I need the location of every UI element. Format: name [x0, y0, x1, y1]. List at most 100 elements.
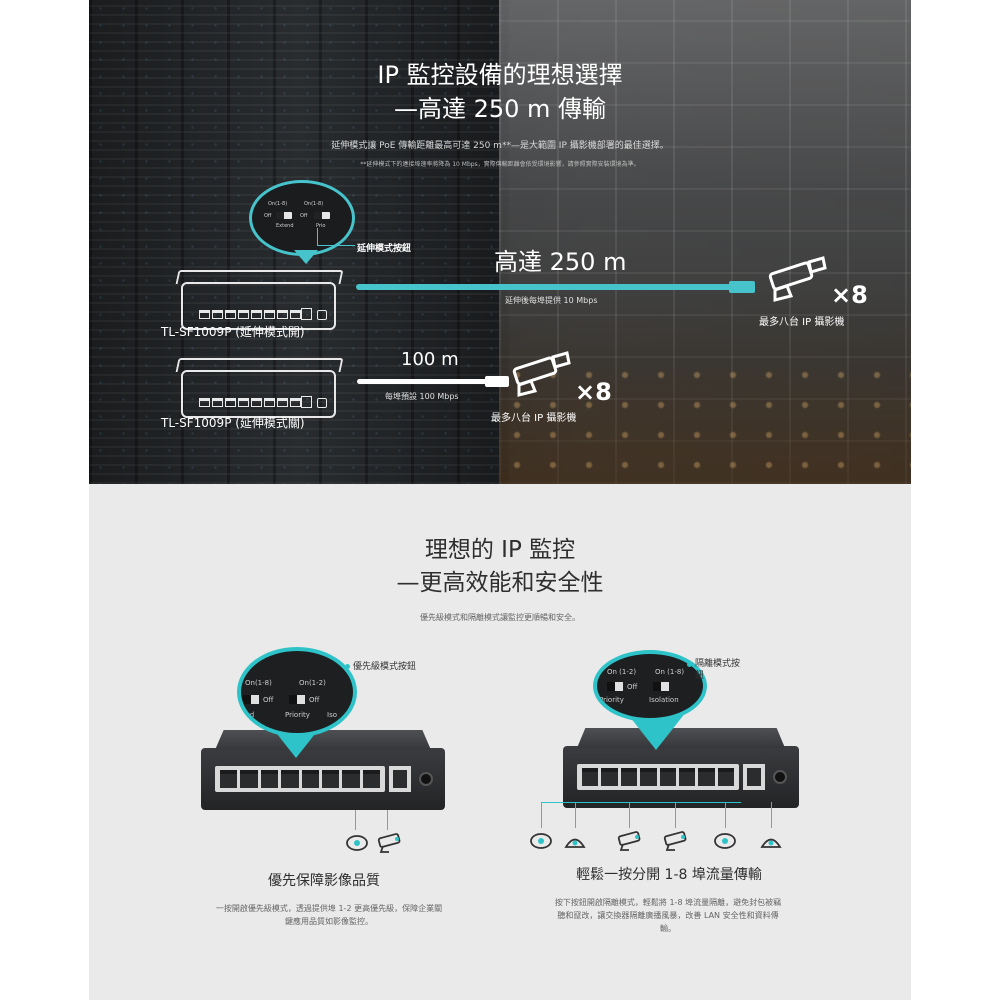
- extend-button-label: 延伸模式按鈕: [357, 244, 412, 254]
- switch-on-label: TL-SF1009P (延伸模式開): [161, 325, 305, 339]
- camera-count-top: ×8: [831, 281, 868, 309]
- power-jack: [317, 398, 327, 408]
- device-link: [725, 802, 726, 828]
- poe-port: [659, 768, 676, 786]
- hero-footnote: **延伸模式下的連接埠速率將降為 10 Mbps，實際傳輸距離會依受環境影響，請…: [360, 161, 640, 168]
- poe-port: [620, 768, 638, 786]
- isolation-desc-line2: 聽和竄改，讓交換器隔離廣播風暴，改善 LAN 安全性和資料傳: [557, 911, 779, 920]
- isolation-callout-dot: [687, 662, 692, 667]
- switch-off-label: TL-SF1009P (延伸模式關): [161, 416, 305, 430]
- zoom-priority: Priority: [285, 711, 310, 719]
- switch-extend-off: [175, 358, 344, 418]
- poe-port: [238, 310, 249, 319]
- long-distance-sub: 延伸後每埠提供 10 Mbps: [505, 296, 598, 305]
- zoom-on2: On (1-8): [655, 668, 685, 676]
- poe-port: [225, 398, 236, 407]
- priority-toggle-switch[interactable]: [289, 695, 305, 704]
- uplink-port: [301, 396, 312, 408]
- poe-port: [698, 768, 715, 786]
- hero-description: 延伸模式讓 PoE 傳輸距離最高可達 250 m**—是大範圍 IP 攝影機部署…: [331, 141, 669, 151]
- section2-title-line2: —更高效能和安全性: [396, 570, 604, 596]
- isolation-link-bus: [541, 802, 741, 803]
- poe-port: [264, 310, 275, 319]
- poe-port: [238, 398, 249, 407]
- zoom-off-left: Off: [264, 213, 272, 219]
- priority-callout-dot: [345, 664, 350, 669]
- extend-button-zoom: On(1-8) On(1-8) Off Off Extend Prio: [249, 180, 355, 256]
- poe-port: [362, 770, 380, 788]
- security-camera-icon: [768, 256, 827, 302]
- poe-port: [601, 768, 618, 786]
- zoom-on-right: On(1-8): [304, 201, 324, 207]
- hero-title: IP 監控設備的理想選擇 —高達 250 m 傳輸: [89, 58, 911, 126]
- switch-top-outline: [175, 270, 344, 284]
- zoom-priority: Priority: [599, 696, 624, 704]
- camera-count-bottom: ×8: [575, 378, 612, 406]
- dome-camera-icon: [760, 838, 782, 848]
- extended-cable-plug: [729, 281, 755, 293]
- camera-label-top: 最多八台 IP 攝影機: [759, 317, 845, 328]
- switch-isolation-mode: [563, 728, 799, 808]
- device-link: [629, 802, 630, 828]
- poe-port: [277, 398, 288, 407]
- device-link: [675, 802, 676, 828]
- zoom-off2: Off: [309, 696, 320, 704]
- zoom-iso: Iso: [327, 711, 337, 719]
- bullet-camera-icon: [663, 831, 687, 851]
- extend-toggle-switch[interactable]: [276, 212, 292, 219]
- hero-title-line1: IP 監控設備的理想選擇: [377, 61, 623, 89]
- poe-port: [199, 310, 210, 319]
- poe-port: [264, 398, 275, 407]
- switch-top-outline: [175, 358, 344, 372]
- zoom-pointer: [294, 250, 318, 264]
- bullet-camera-icon: [377, 833, 401, 853]
- extend-mode-hero: IP 監控設備的理想選擇 —高達 250 m 傳輸 延伸模式讓 PoE 傳輸距離…: [89, 0, 911, 484]
- security-camera-icon: [512, 351, 571, 397]
- isolation-desc-line3: 輸。: [660, 924, 676, 933]
- isolation-callout-label: 隔離模式按 鈕: [695, 658, 740, 682]
- priority-isolation-section: 理想的 IP 監控 —更高效能和安全性 優先級模式和隔離模式讓監控更順暢和安全。…: [89, 484, 911, 1000]
- poe-port: [212, 310, 223, 319]
- switch-port-strip: [577, 764, 739, 790]
- extended-cable: [356, 284, 734, 290]
- switch-port-strip: [215, 766, 385, 792]
- switch-extend-on: [175, 270, 344, 330]
- poe-port: [281, 770, 299, 788]
- uplink-port: [389, 766, 411, 792]
- standard-cable: [357, 379, 487, 384]
- extend-toggle-switch[interactable]: [243, 695, 259, 704]
- building-hall-background: [499, 0, 911, 484]
- poe-port: [212, 398, 223, 407]
- zoom-on1: On(1-8): [245, 679, 272, 687]
- switch-ports: [199, 310, 301, 320]
- priority-desc-line2: 鍵應用品質如影像監控。: [285, 917, 373, 926]
- poe-port: [717, 768, 734, 786]
- zoom-extend: end: [241, 711, 255, 719]
- priority-toggle-switch[interactable]: [314, 212, 330, 219]
- port2-link: [387, 810, 388, 830]
- dome-camera-icon: [530, 833, 552, 849]
- priority-toggle-switch[interactable]: [607, 682, 623, 691]
- zoom-isolation: Isolation: [649, 696, 679, 704]
- bullet-camera-icon: [617, 831, 641, 851]
- dome-camera-icon: [564, 838, 586, 848]
- poe-port: [678, 768, 696, 786]
- dome-camera-icon: [346, 835, 368, 851]
- isolation-description: 按下按鈕開啟隔離模式，輕鬆將 1-8 埠流量隔離，避免封包被竊 聽和竄改，讓交換…: [513, 896, 823, 935]
- zoom-on1: On (1-2): [607, 668, 637, 676]
- poe-port: [582, 768, 599, 786]
- section2-title: 理想的 IP 監控 —更高效能和安全性: [89, 534, 911, 600]
- isolation-toggle-switch[interactable]: [653, 682, 669, 691]
- poe-port: [290, 310, 301, 319]
- isolation-callout-line1: 隔離模式按: [695, 659, 741, 669]
- uplink-port: [301, 308, 312, 320]
- power-jack: [419, 772, 433, 786]
- device-link: [541, 802, 542, 828]
- poe-port: [251, 398, 262, 407]
- device-link: [575, 802, 576, 828]
- port1-link: [355, 810, 356, 830]
- priority-button-zoom: On(1-8) On(1-2) Off Off end Priority Iso: [237, 647, 357, 737]
- uplink-port: [743, 764, 765, 790]
- zoom-prio-label: Prio: [316, 223, 326, 229]
- camera-label-bottom: 最多八台 IP 攝影機: [491, 413, 577, 424]
